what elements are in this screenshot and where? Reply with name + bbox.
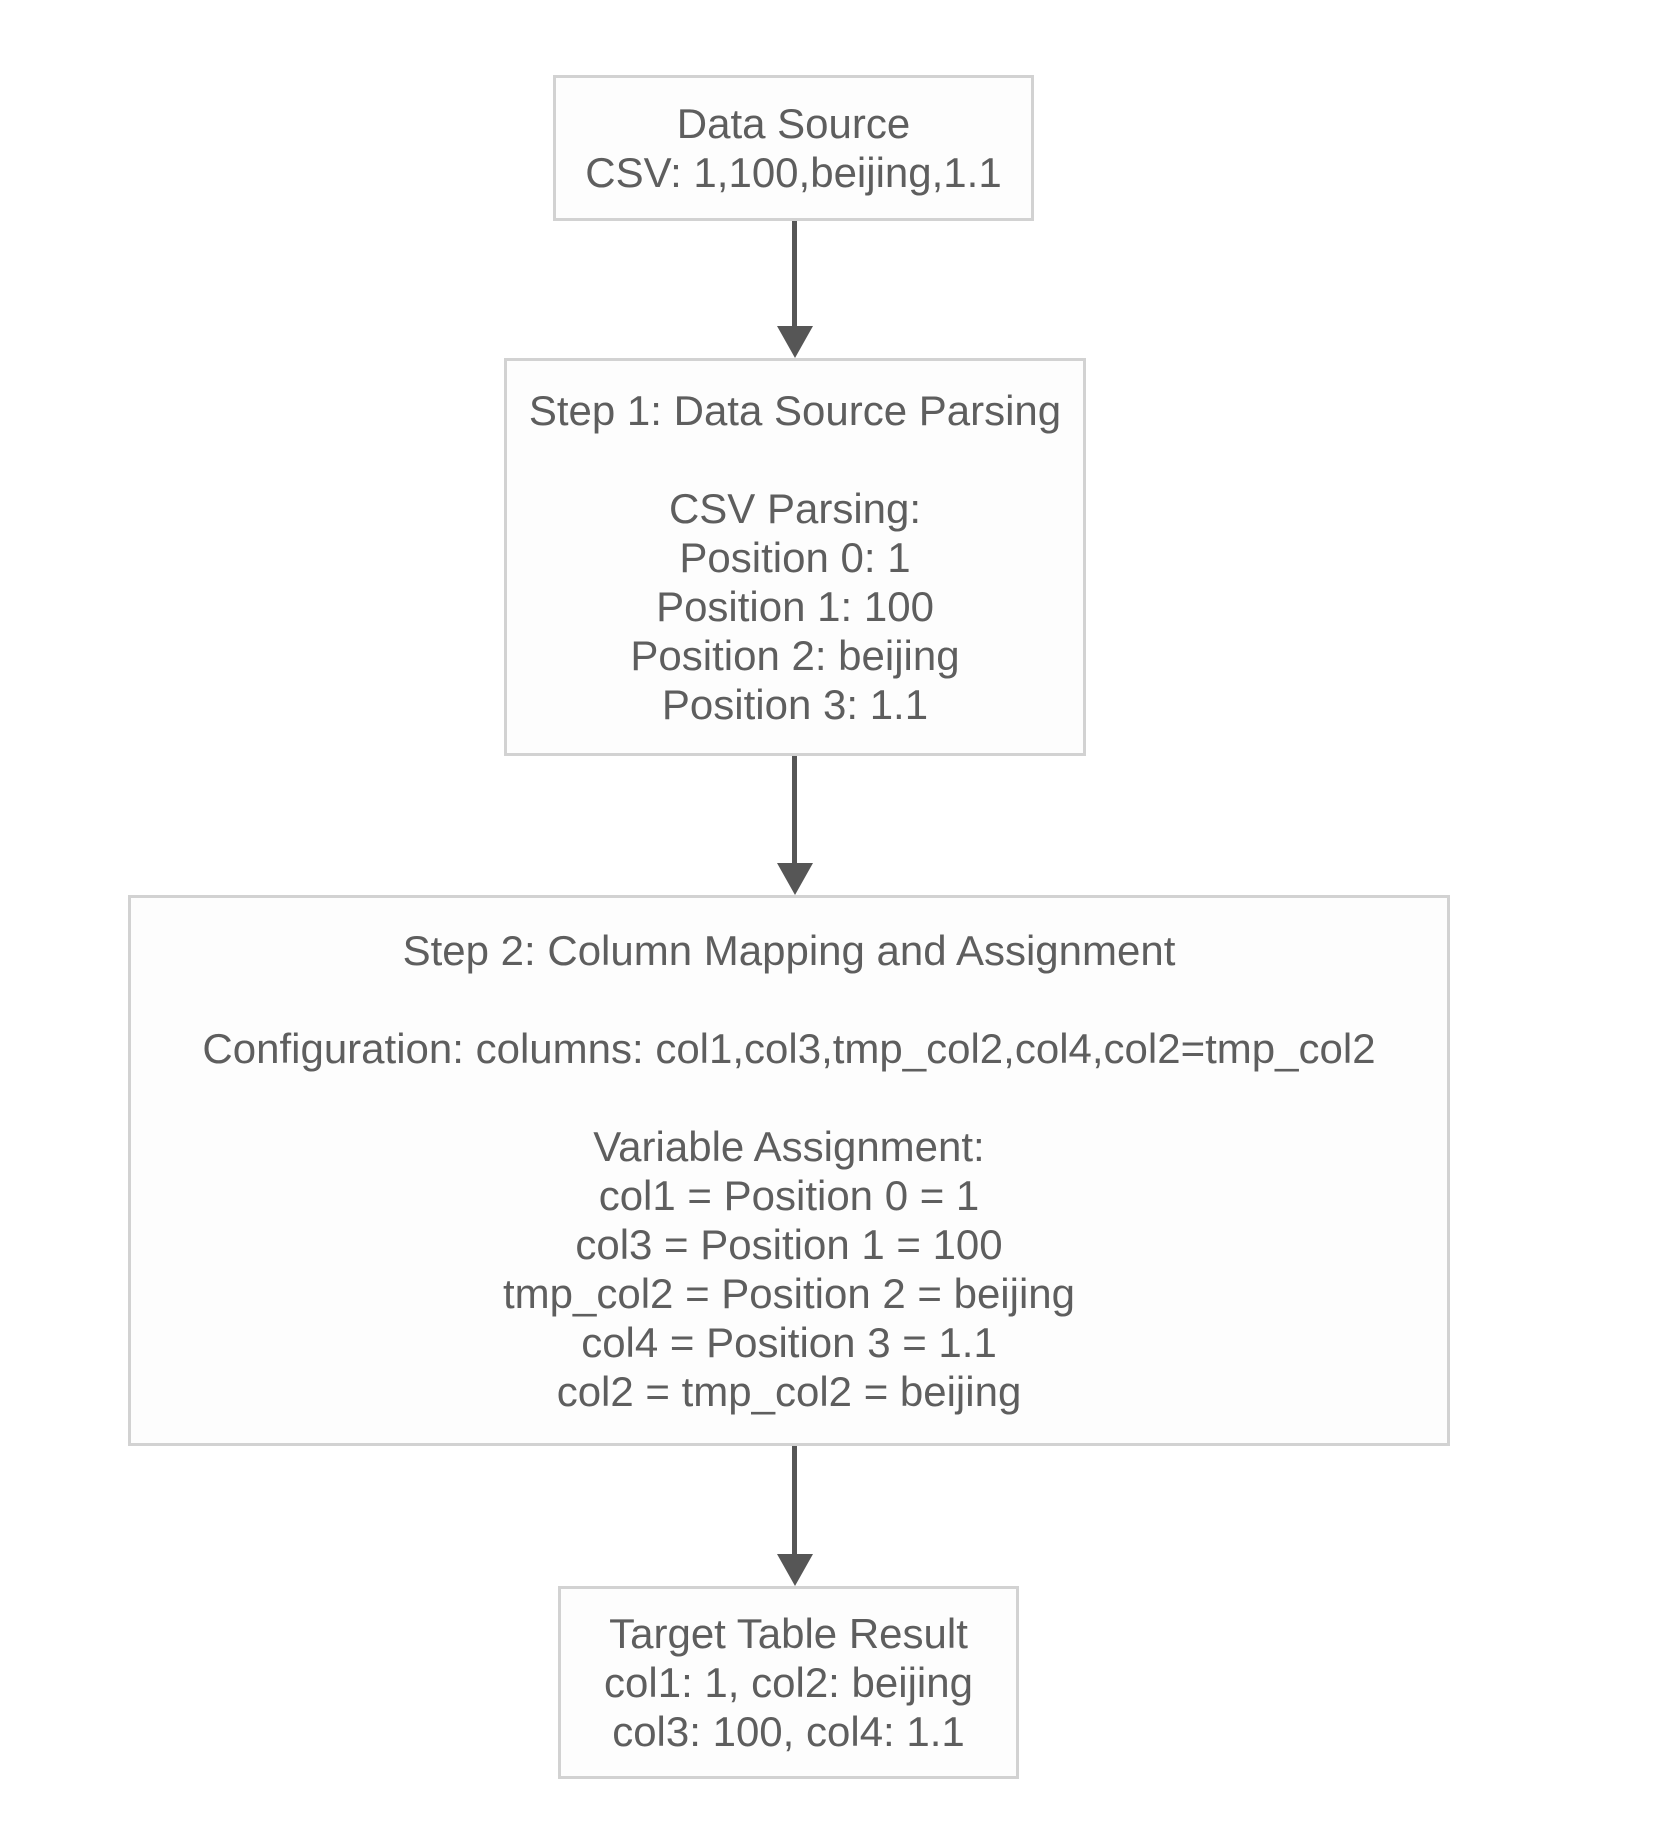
arrow-shaft [792,221,797,326]
node-text-line: col1: 1, col2: beijing [604,1659,973,1706]
node-text-line: Configuration: columns: col1,col3,tmp_co… [202,1024,1376,1072]
arrow-head-icon [776,863,813,895]
node-text-line: Variable Assignment: [593,1122,985,1170]
node-text-line: col2 = tmp_col2 = beijing [556,1367,1022,1415]
node-step2-column-mapping: Step 2: Column Mapping and Assignment Co… [128,895,1450,1446]
arrow-head-icon [776,326,813,358]
node-title-line: Target Table Result [609,1610,968,1657]
node-text-line: col1 = Position 0 = 1 [598,1171,980,1219]
node-title-line: Step 1: Data Source Parsing [528,386,1062,434]
node-blank-line [507,435,1083,484]
arrow-shaft [792,1446,797,1554]
flow-arrow-step2-to-target [776,1446,813,1586]
node-target-table-result: Target Table Result col1: 1, col2: beiji… [558,1586,1019,1779]
node-text-line: Position 3: 1.1 [661,680,929,728]
arrow-head-icon [776,1554,813,1586]
node-text-line: Position 2: beijing [630,631,960,679]
node-data-source: Data Source CSV: 1,100,beijing,1.1 [553,75,1034,221]
node-text-line: Position 1: 100 [656,582,934,630]
node-text-line: CSV: 1,100,beijing,1.1 [585,149,1002,196]
node-text-line: tmp_col2 = Position 2 = beijing [502,1269,1076,1317]
node-title-line: Step 2: Column Mapping and Assignment [402,926,1176,974]
node-blank-line [131,1073,1447,1122]
arrow-shaft [792,756,797,863]
node-step1-data-source-parsing: Step 1: Data Source Parsing CSV Parsing:… [504,358,1086,756]
node-text-line: CSV Parsing: [668,484,922,532]
flow-arrow-data-source-to-step1 [776,221,813,358]
node-text-line: Position 0: 1 [679,533,911,581]
flow-arrow-step1-to-step2 [776,756,813,895]
node-text-line: col3: 100, col4: 1.1 [612,1708,965,1755]
node-text-line: col4 = Position 3 = 1.1 [581,1318,997,1366]
node-text-line: col3 = Position 1 = 100 [575,1220,1003,1268]
node-text-line: Data Source [676,100,911,147]
node-blank-line [131,975,1447,1024]
